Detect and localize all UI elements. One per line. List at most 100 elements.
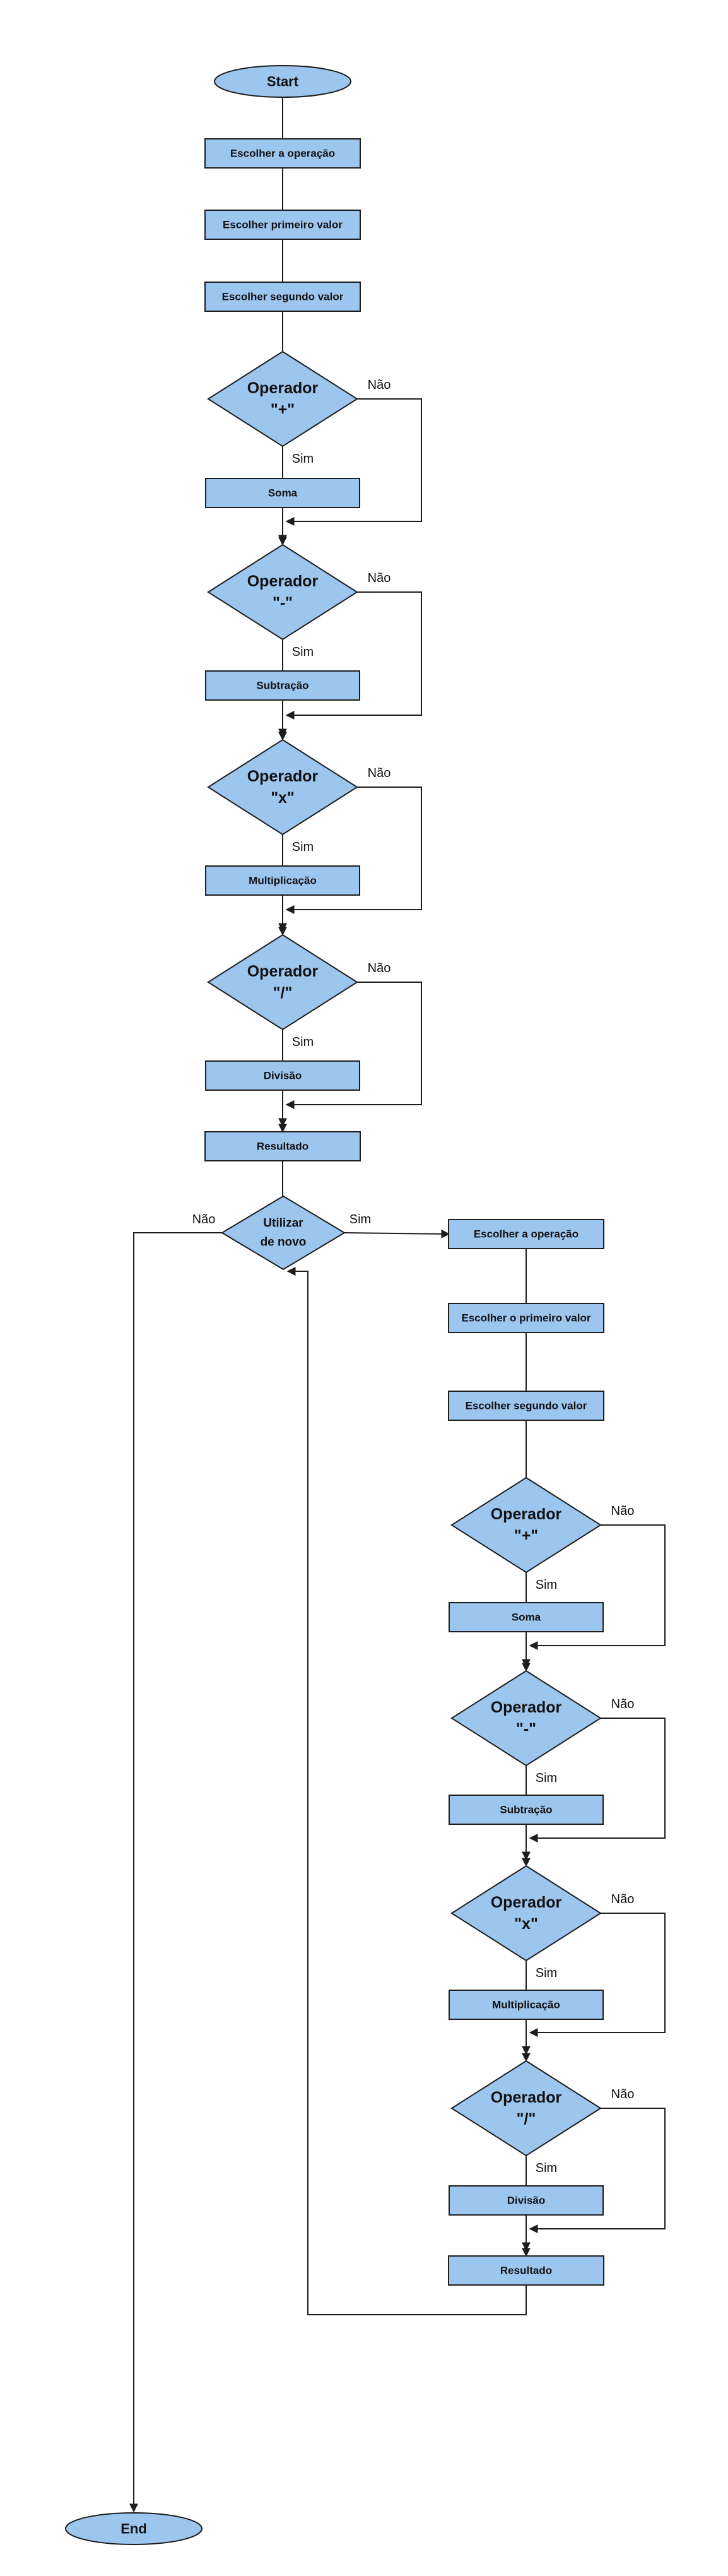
start-terminator: Start — [214, 65, 351, 98]
main-add-box-label: Soma — [268, 487, 298, 499]
main-edge-no-mul — [285, 786, 422, 914]
repeat-decision-add-shape — [450, 1476, 602, 1574]
repeat-first-value-box: Escolher o primeiro valor — [448, 1303, 604, 1333]
edge-loop-back — [286, 1267, 527, 2315]
repeat-no-label-sub: Não — [611, 1697, 635, 1711]
repeat-decision-add-label-line2: "+" — [514, 1527, 538, 1545]
repeat-first-value-box-label: Escolher o primeiro valor — [461, 1312, 590, 1324]
repeat-edge-no-add — [529, 1524, 666, 1650]
reuse-yes-label: Sim — [349, 1213, 371, 1226]
repeat-yes-label-div: Sim — [536, 2161, 557, 2175]
repeat-mul-box-shape — [449, 1990, 604, 2020]
repeat-div-box-shape — [449, 2185, 604, 2216]
repeat-choose-operation-box-label: Escolher a operação — [474, 1228, 578, 1240]
repeat-decision-div-label-line2: "/" — [517, 2110, 536, 2128]
reuse-decision-shape — [221, 1195, 346, 1271]
main-choose-operation-box-label: Escolher a operação — [230, 148, 335, 160]
main-decision-mul-shape — [207, 739, 358, 836]
repeat-decision-mul: Operador"x" — [450, 1865, 602, 1962]
repeat-no-label-mul: Não — [611, 1892, 635, 1906]
main-mul-box-label: Multiplicação — [249, 875, 317, 887]
repeat-decision-add: Operador "+" — [450, 1476, 602, 1574]
main-sub-box-label: Subtração — [256, 680, 308, 692]
main-first-value-box: Escolher primeiro valor — [204, 210, 361, 240]
main-second-value-box-shape — [204, 282, 361, 312]
main-mul-box-shape — [205, 865, 360, 896]
main-second-value-box-label: Escolher segundo valor — [222, 291, 344, 303]
main-no-label-add: Não — [368, 378, 391, 392]
repeat-div-box-label: Divisão — [507, 2195, 545, 2207]
main-add-box: Soma — [205, 478, 360, 508]
repeat-add-box: Soma — [449, 1602, 604, 1632]
main-first-value-box-shape — [204, 210, 361, 240]
repeat-decision-div-label-line1: Operador — [491, 2089, 562, 2106]
main-decision-add-label-line1: Operador — [247, 379, 319, 397]
repeat-first-value-box-shape — [448, 1303, 604, 1333]
main-decision-sub-shape — [207, 543, 358, 641]
repeat-result-box-shape — [448, 2255, 604, 2286]
reuse-decision-label-line2: de novo — [261, 1236, 307, 1249]
start-terminator-label: Start — [267, 74, 299, 90]
repeat-decision-mul-shape — [450, 1865, 602, 1962]
reuse-decision: Utilizar de novo — [221, 1195, 346, 1271]
edge-reuse-no — [129, 1232, 222, 2513]
main-result-box-shape — [204, 1131, 361, 1161]
repeat-yes-label-add: Sim — [536, 1578, 557, 1592]
main-decision-sub-label-line2: "-" — [273, 594, 293, 612]
repeat-decision-div-shape — [450, 2060, 602, 2157]
main-no-label-sub: Não — [368, 571, 391, 585]
main-yes-label-add: Sim — [292, 452, 314, 466]
repeat-edge-no-div — [529, 2108, 666, 2233]
repeat-second-value-box-label: Escolher segundo valor — [466, 1400, 587, 1412]
repeat-yes-label-sub: Sim — [536, 1771, 557, 1785]
repeat-add-box-shape — [449, 1602, 604, 1632]
reuse-no-label: Não — [192, 1213, 216, 1226]
repeat-decision-div: Operador "/" — [450, 2060, 602, 2157]
main-div-box-shape — [205, 1060, 360, 1091]
main-decision-add-shape — [207, 350, 358, 448]
repeat-result-box-label: Resultado — [500, 2265, 552, 2277]
main-first-value-box-label: Escolher primeiro valor — [223, 219, 343, 231]
main-choose-operation-box: Escolher a operação — [204, 138, 361, 169]
repeat-decision-sub-label-line2: "-" — [516, 1720, 536, 1738]
main-yes-label-sub: Sim — [292, 645, 314, 659]
edge-labels-layer: SimNãoSimNãoSimNãoSimNãoSimNãoSimNãoSimN… — [192, 378, 635, 2175]
repeat-no-label-add: Não — [611, 1504, 635, 1518]
repeat-edge-no-mul — [529, 1913, 666, 2037]
main-decision-sub-label-line1: Operador — [247, 573, 319, 590]
reuse-decision-label-line1: Utilizar — [263, 1217, 303, 1230]
main-decision-sub: Operador "-" — [207, 543, 358, 641]
main-result-box: Resultado — [204, 1131, 361, 1161]
main-decision-mul-label-line1: Operador — [247, 768, 319, 785]
main-decision-mul: Operador "x" — [207, 739, 358, 836]
repeat-decision-sub-label-line1: Operador — [491, 1699, 562, 1716]
main-add-box-shape — [205, 478, 360, 508]
main-decision-div: Operador "/" — [207, 934, 358, 1031]
repeat-edge-no-sub — [529, 1718, 666, 1843]
main-decision-div-label-line2: "/" — [273, 984, 293, 1002]
main-yes-label-mul: Sim — [292, 840, 314, 854]
repeat-sub-box-label: Subtração — [500, 1804, 552, 1816]
repeat-sub-box: Subtração — [449, 1795, 604, 1825]
end-terminator-shape — [65, 2512, 203, 2545]
repeat-decision-mul-label-line1: Operador — [491, 1894, 562, 1911]
main-no-label-div: Não — [368, 961, 391, 975]
main-yes-label-div: Sim — [292, 1035, 314, 1049]
repeat-sub-box-shape — [449, 1795, 604, 1825]
main-choose-operation-box-shape — [204, 138, 361, 169]
repeat-no-label-div: Não — [611, 2087, 635, 2101]
repeat-add-box-label: Soma — [512, 1611, 541, 1623]
main-edge-no-add — [285, 398, 422, 526]
main-decision-div-label-line1: Operador — [247, 963, 319, 980]
main-decision-mul-label-line2: "x" — [271, 789, 295, 807]
repeat-decision-add-label-line1: Operador — [491, 1505, 562, 1523]
repeat-decision-sub: Operador "-" — [450, 1670, 602, 1767]
repeat-second-value-box: Escolher segundo valor — [448, 1391, 604, 1421]
repeat-choose-operation-box-shape — [448, 1219, 604, 1249]
main-no-label-mul: Não — [368, 766, 391, 780]
repeat-second-value-box-shape — [448, 1391, 604, 1421]
main-edge-no-sub — [285, 591, 422, 720]
repeat-decision-sub-shape — [450, 1670, 602, 1767]
main-edge-no-div — [285, 982, 422, 1109]
